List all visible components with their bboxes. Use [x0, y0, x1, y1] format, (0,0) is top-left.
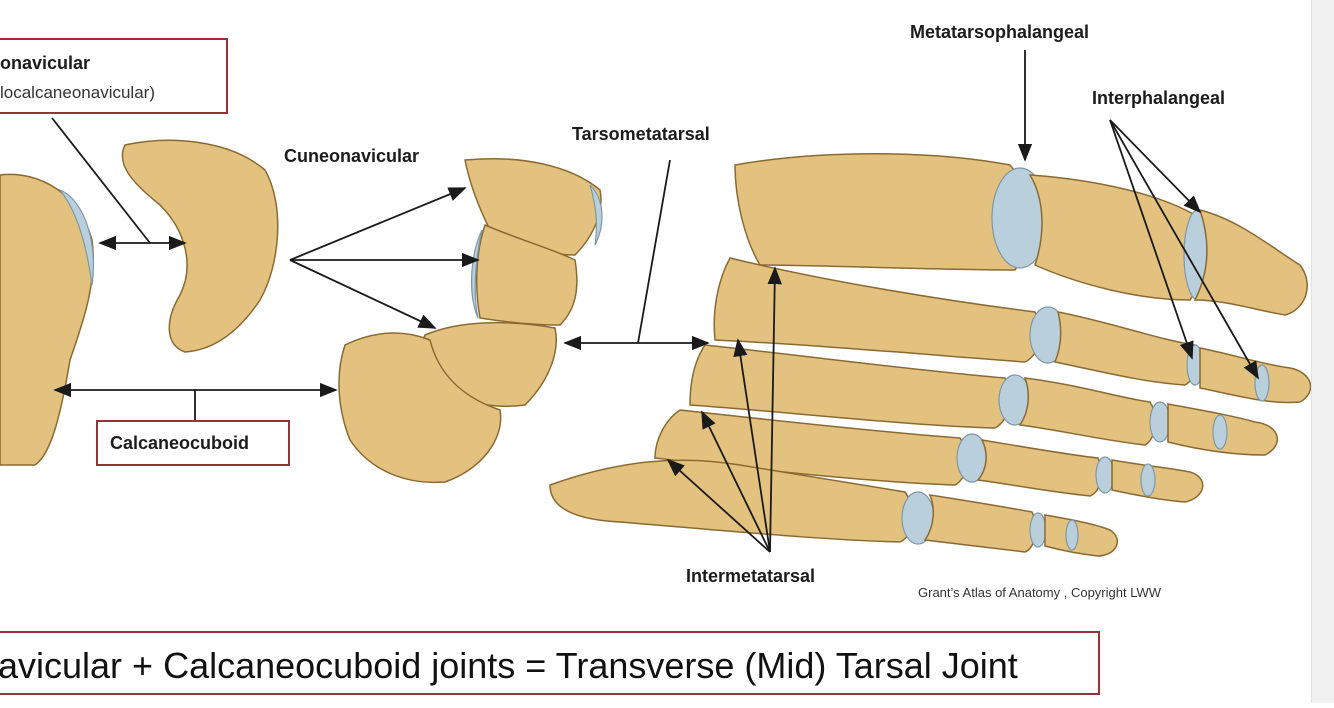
- metatarsal-phalanx-bones: [549, 153, 1312, 557]
- copyright-credit: Grant’s Atlas of Anatomy , Copyright LWW: [918, 585, 1162, 600]
- metatarsophalangeal-label: Metatarsophalangeal: [910, 22, 1090, 42]
- interphalangeal-label: Interphalangeal: [1092, 88, 1226, 108]
- talus-calcaneus-bone: [0, 173, 95, 466]
- cuneiform-cuboid-bones: [338, 158, 603, 484]
- summary-text: avicular + Calcaneocuboid joints = Trans…: [0, 645, 1018, 686]
- calcaneocuboid-label-box: Calcaneocuboid: [96, 420, 290, 466]
- summary-banner: avicular + Calcaneocuboid joints = Trans…: [0, 631, 1100, 695]
- tarsometatarsal-label: Tarsometatarsal: [572, 124, 710, 144]
- calcaneocuboid-label: Calcaneocuboid: [110, 433, 250, 453]
- scrollbar-strip[interactable]: [1311, 0, 1334, 703]
- talonavicular-label: onavicular: [0, 53, 91, 73]
- intermetatarsal-label: Intermetatarsal: [686, 566, 816, 586]
- navicular-bone: [121, 139, 279, 353]
- pointer-arrows: [51, 50, 1259, 553]
- talonavicular-label-box: onavicular localcaneonavicular): [0, 38, 228, 114]
- cuneonavicular-label: Cuneonavicular: [284, 146, 420, 166]
- talonavicular-sublabel: localcaneonavicular): [0, 83, 155, 102]
